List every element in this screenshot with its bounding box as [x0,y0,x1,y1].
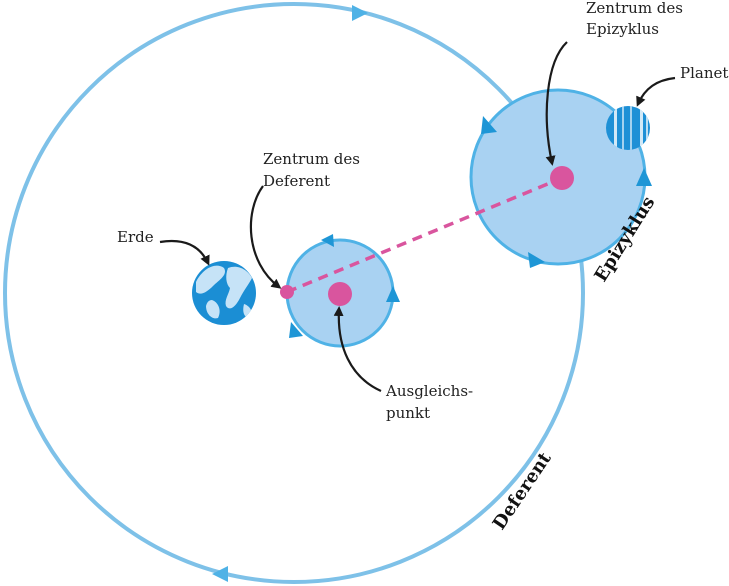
equant-label-line2: punkt [386,404,430,422]
earth-pointer-arrow [159,239,210,266]
epicycle-center-label-line2: Epizyklus [586,20,659,38]
earth-globe-icon [192,261,256,325]
deferent-center-label-line2: Deferent [263,172,330,190]
deferent-orbit-label: Deferent [489,448,556,534]
deferent-center-label-line1: Zentrum des [263,150,360,168]
earth-label: Erde [117,228,154,246]
epicycle-center-label-line1: Zentrum des [586,0,683,17]
equant-circle-arrow-top [321,234,334,247]
equant-circle-arrow-bottom [289,322,303,338]
equant-label-line1: Ausgleichs- [385,382,473,400]
deferent-center-pointer-arrow [249,185,282,289]
epicycle-arrow-right [636,168,652,186]
deferent-arrow-bottom [212,566,228,582]
equant-pointer-arrow [333,306,382,393]
equant-circle-arrow-right [386,286,400,302]
equant-point [328,282,352,306]
planet-pointer-arrow [636,76,676,107]
epicycle-arrow-bottom [528,252,545,268]
planet-label: Planet [680,64,728,82]
deferent-arrow-top [352,5,368,21]
deferent-circle [3,2,585,584]
deferent-center-point [280,285,294,299]
epicycle-center-pointer-arrow [545,41,568,166]
epicycle-arrow-upper-left [481,116,497,134]
epicycle-center-point [550,166,574,190]
planet-icon [606,106,650,150]
